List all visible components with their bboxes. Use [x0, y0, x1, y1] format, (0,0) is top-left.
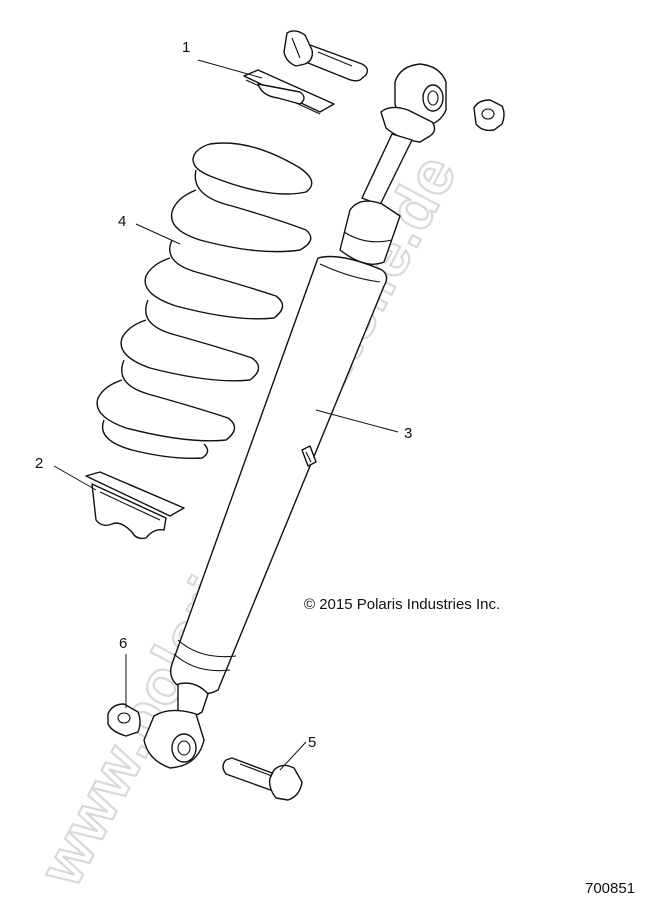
- shock-absorber-icon: [169, 255, 388, 695]
- callout-1: 1: [182, 39, 190, 56]
- leader-lines: [53, 59, 399, 771]
- leader-4: [135, 223, 181, 245]
- leader-5: [279, 741, 307, 771]
- spring-retainer-top-icon: [243, 69, 335, 115]
- shock-cap-icon: [339, 200, 401, 265]
- callout-3: 3: [404, 425, 412, 442]
- coil-spring-icon: [96, 142, 313, 459]
- top-nut-icon: [473, 99, 505, 132]
- leader-3: [315, 409, 399, 433]
- leader-2: [53, 465, 97, 491]
- callout-5: 5: [308, 734, 316, 751]
- callout-2: 2: [35, 455, 43, 472]
- shock-top-eye-icon: [380, 63, 447, 143]
- copyright-notice: © 2015 Polaris Industries Inc.: [304, 596, 500, 613]
- callout-6: 6: [119, 635, 127, 652]
- spring-retainer-bottom-icon: [85, 471, 185, 540]
- upper-bolt-icon: [283, 30, 369, 82]
- bottom-nut-icon: [107, 703, 141, 737]
- leader-1: [197, 59, 263, 79]
- shock-bottom-eye-icon: [143, 682, 209, 769]
- diagram-number: 700851: [585, 880, 635, 897]
- lower-bolt-icon: [222, 757, 303, 801]
- callout-4: 4: [118, 213, 126, 230]
